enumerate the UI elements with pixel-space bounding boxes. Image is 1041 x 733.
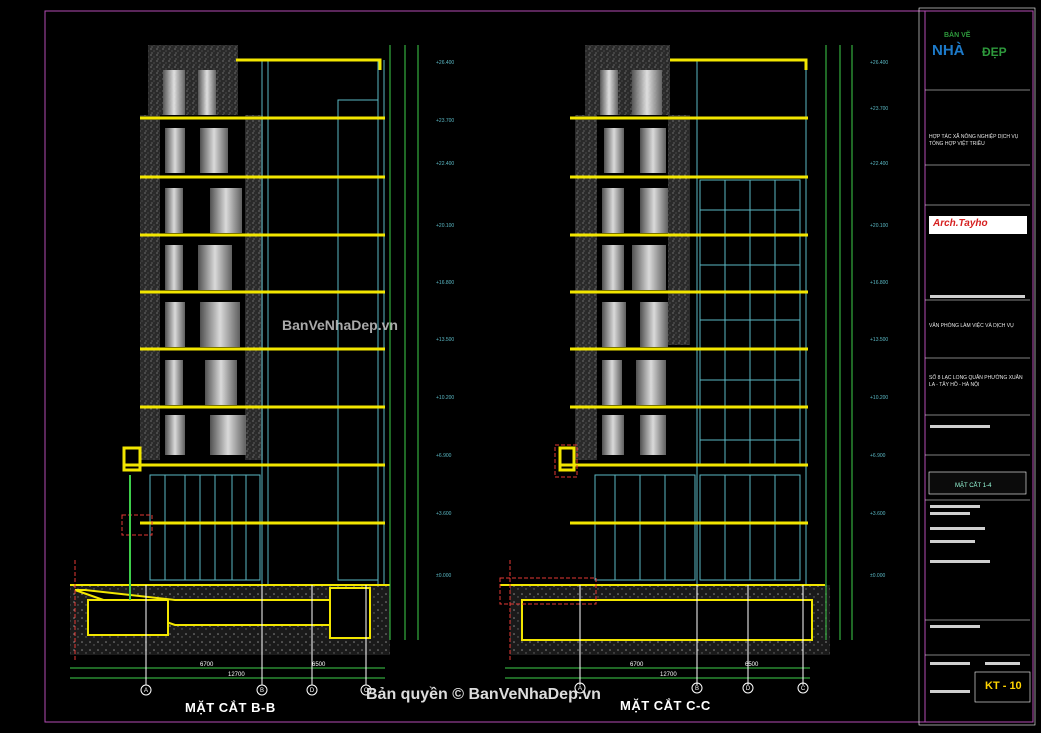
title-block	[925, 89, 1031, 703]
svg-text:+22.400: +22.400	[870, 161, 888, 167]
svg-text:A: A	[578, 686, 582, 692]
firm-logo-text: Arch.Tayho	[933, 218, 988, 229]
brand-logo-top: BẢN VẼ	[944, 32, 971, 39]
svg-text:D: D	[746, 686, 751, 692]
svg-text:+20.100: +20.100	[870, 223, 888, 229]
brand-logo-main: NHÀ	[932, 42, 965, 59]
svg-text:+26.400: +26.400	[436, 60, 454, 66]
svg-text:+23.700: +23.700	[870, 106, 888, 112]
brand-logo: BẢN VẼ NHÀ ĐẸP	[920, 14, 1030, 74]
svg-text:12700: 12700	[660, 672, 677, 678]
svg-text:+20.100: +20.100	[436, 223, 454, 229]
svg-text:B: B	[260, 688, 264, 694]
project-address: SỐ 8 LẠC LONG QUÂN PHƯỜNG XUÂN LA - TÂY …	[929, 375, 1023, 388]
svg-text:+13.500: +13.500	[870, 337, 888, 343]
svg-text:12700: 12700	[228, 672, 245, 678]
svg-text:B: B	[695, 686, 699, 692]
svg-text:+3.600: +3.600	[870, 511, 886, 517]
svg-text:6700: 6700	[630, 662, 644, 668]
section-cc-title: MẶT CẮT C-C	[620, 698, 711, 713]
svg-text:+10.200: +10.200	[870, 395, 888, 401]
svg-text:+6.900: +6.900	[870, 453, 886, 459]
svg-text:+3.600: +3.600	[436, 511, 452, 517]
svg-text:+16.800: +16.800	[436, 280, 454, 286]
svg-text:A: A	[144, 688, 148, 694]
sheet-frame	[44, 10, 1034, 723]
project-name: VĂN PHÒNG LÀM VIỆC VÀ DỊCH VỤ	[929, 323, 1014, 329]
svg-text:6500: 6500	[745, 662, 759, 668]
svg-text:+22.400: +22.400	[436, 161, 454, 167]
svg-text:+16.800: +16.800	[870, 280, 888, 286]
svg-text:6500: 6500	[312, 662, 326, 668]
sheet-name: MẶT CẮT 1-4	[955, 483, 992, 489]
section-bb: +26.400 +23.700 +22.400 +20.100 +16.800 +13.…	[70, 45, 454, 696]
svg-text:±0.000: ±0.000	[436, 573, 451, 579]
section-bb-title: MẶT CẮT B-B	[185, 700, 276, 715]
svg-text:C: C	[364, 688, 369, 694]
svg-text:+6.900: +6.900	[436, 453, 452, 459]
firm-logo: Arch.Tayho	[929, 216, 1027, 234]
svg-text:±0.000: ±0.000	[870, 573, 885, 579]
svg-text:C: C	[801, 686, 806, 692]
section-cc: +26.400 +23.700 +22.400 +20.100 +16.800 +13.…	[499, 45, 888, 694]
brand-logo-side: ĐẸP	[982, 45, 1007, 59]
svg-text:+23.700: +23.700	[436, 118, 454, 124]
sheet-number: KT - 10	[985, 680, 1022, 692]
svg-text:D: D	[310, 688, 315, 694]
svg-text:6700: 6700	[200, 662, 214, 668]
owner-name: HỢP TÁC XÃ NÔNG NGHIỆP DỊCH VỤ TỔNG HỢP …	[929, 134, 1019, 147]
svg-text:+26.400: +26.400	[870, 60, 888, 66]
svg-text:+10.200: +10.200	[436, 395, 454, 401]
svg-text:+13.500: +13.500	[436, 337, 454, 343]
watermark-copyright: Bản quyền © BanVeNhaDep.vn	[366, 686, 601, 703]
watermark-center: BanVeNhaDep.vn	[282, 317, 398, 333]
